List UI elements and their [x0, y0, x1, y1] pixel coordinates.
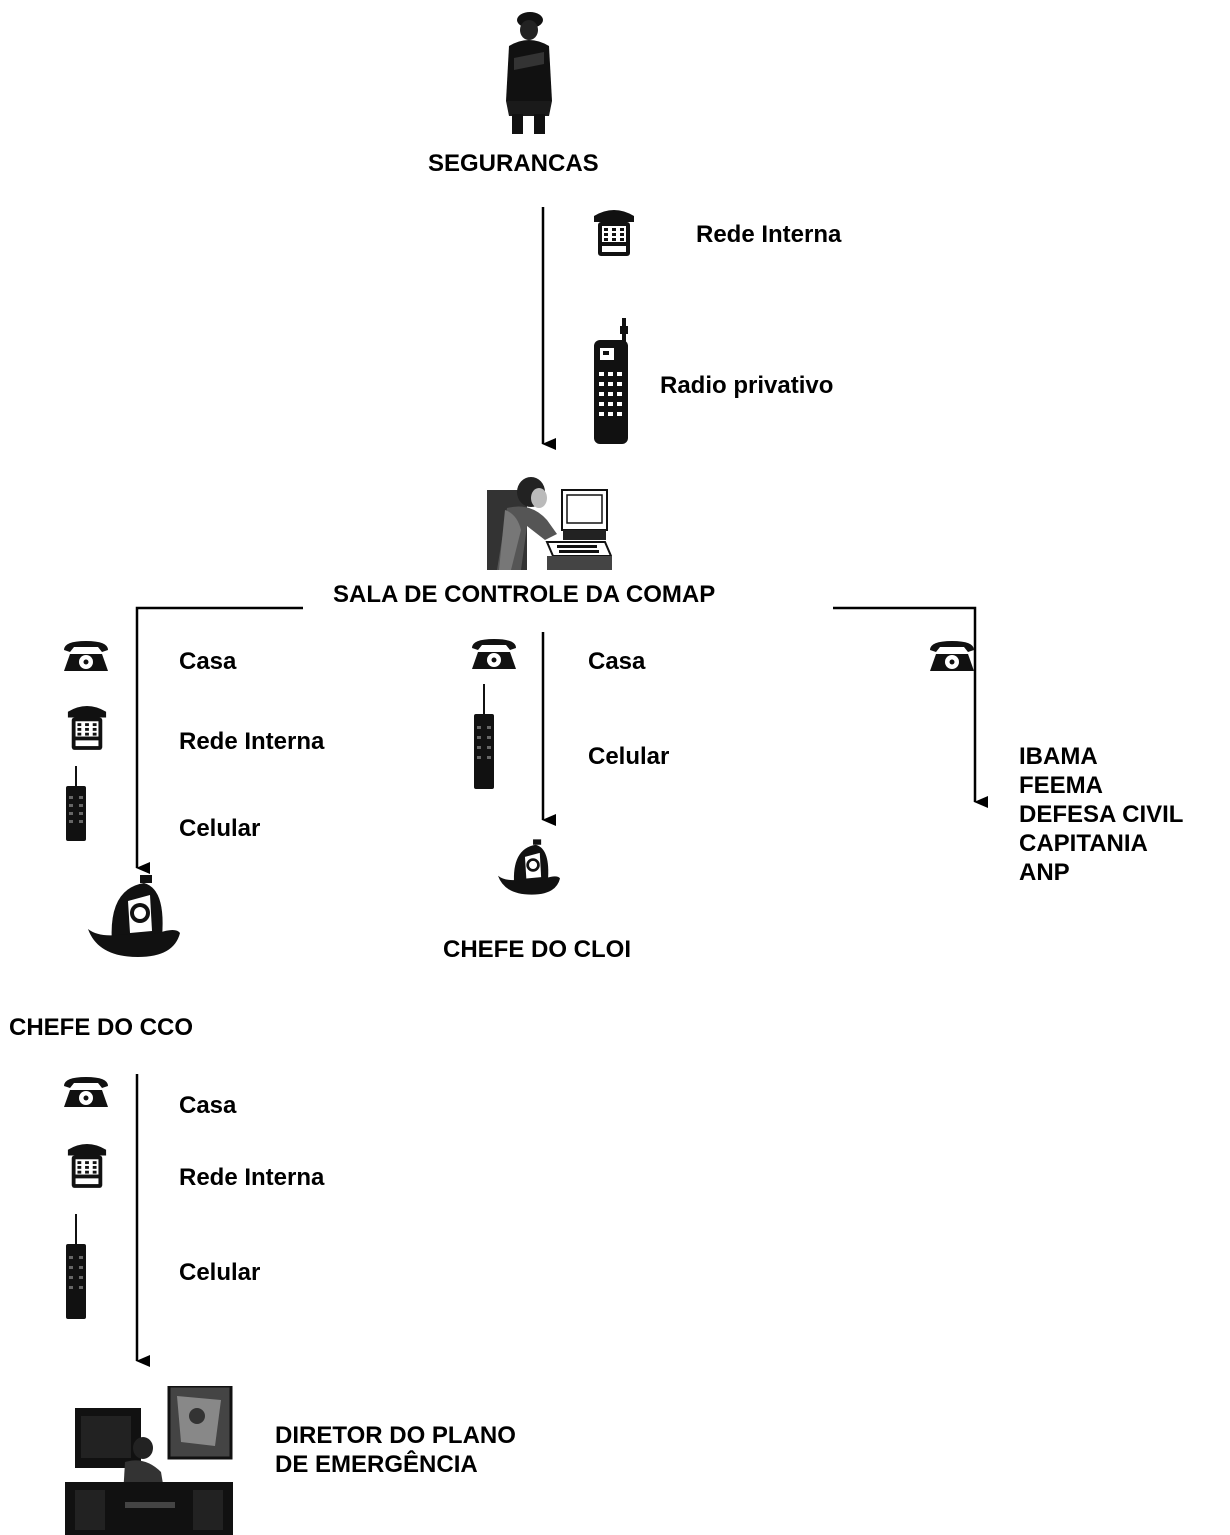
node-sala-controle: SALA DE CONTROLE DA COMAP — [333, 581, 716, 608]
channel-label: Rede Interna — [696, 221, 842, 248]
desk-telephone-icon — [67, 706, 107, 750]
firefighter-helmet-icon — [498, 839, 560, 895]
rotary-telephone-icon — [930, 641, 974, 671]
operator-computer-icon — [487, 477, 612, 570]
desk-telephone-icon — [594, 210, 634, 256]
rotary-telephone-icon — [472, 639, 516, 669]
node-agencies-list: IBAMA FEEMA DEFESA CIVIL CAPITANIA ANP — [1019, 743, 1184, 886]
node-segurancas: SEGURANCAS — [428, 150, 599, 177]
firefighter-helmet-icon — [88, 875, 180, 957]
channel-label: Celular — [179, 815, 261, 842]
radio-handset-icon — [594, 318, 628, 444]
channel-label: Casa — [588, 648, 646, 675]
branch-line-right — [833, 606, 988, 808]
channel-label: Celular — [588, 743, 670, 770]
cellphone-icon — [66, 1214, 86, 1319]
channel-label: Celular — [179, 1259, 261, 1286]
rotary-telephone-icon — [64, 641, 108, 671]
channel-label: Casa — [179, 1092, 237, 1119]
director-desk-icon — [65, 1386, 233, 1535]
channel-label: Rede Interna — [179, 1164, 325, 1191]
cellphone-icon — [66, 766, 86, 841]
channel-label: Radio privativo — [660, 372, 834, 399]
branch-line-left — [135, 606, 303, 874]
node-diretor: DIRETOR DO PLANO DE EMERGÊNCIA — [275, 1422, 516, 1478]
channel-label: Casa — [179, 648, 237, 675]
rotary-telephone-icon — [64, 1077, 108, 1107]
security-guard-icon — [506, 12, 552, 134]
cellphone-icon — [474, 684, 494, 789]
desk-telephone-icon — [67, 1144, 107, 1188]
node-chefe-cloi: CHEFE DO CLOI — [443, 936, 632, 963]
node-chefe-cco: CHEFE DO CCO — [9, 1014, 194, 1041]
channel-label: Rede Interna — [179, 728, 325, 755]
